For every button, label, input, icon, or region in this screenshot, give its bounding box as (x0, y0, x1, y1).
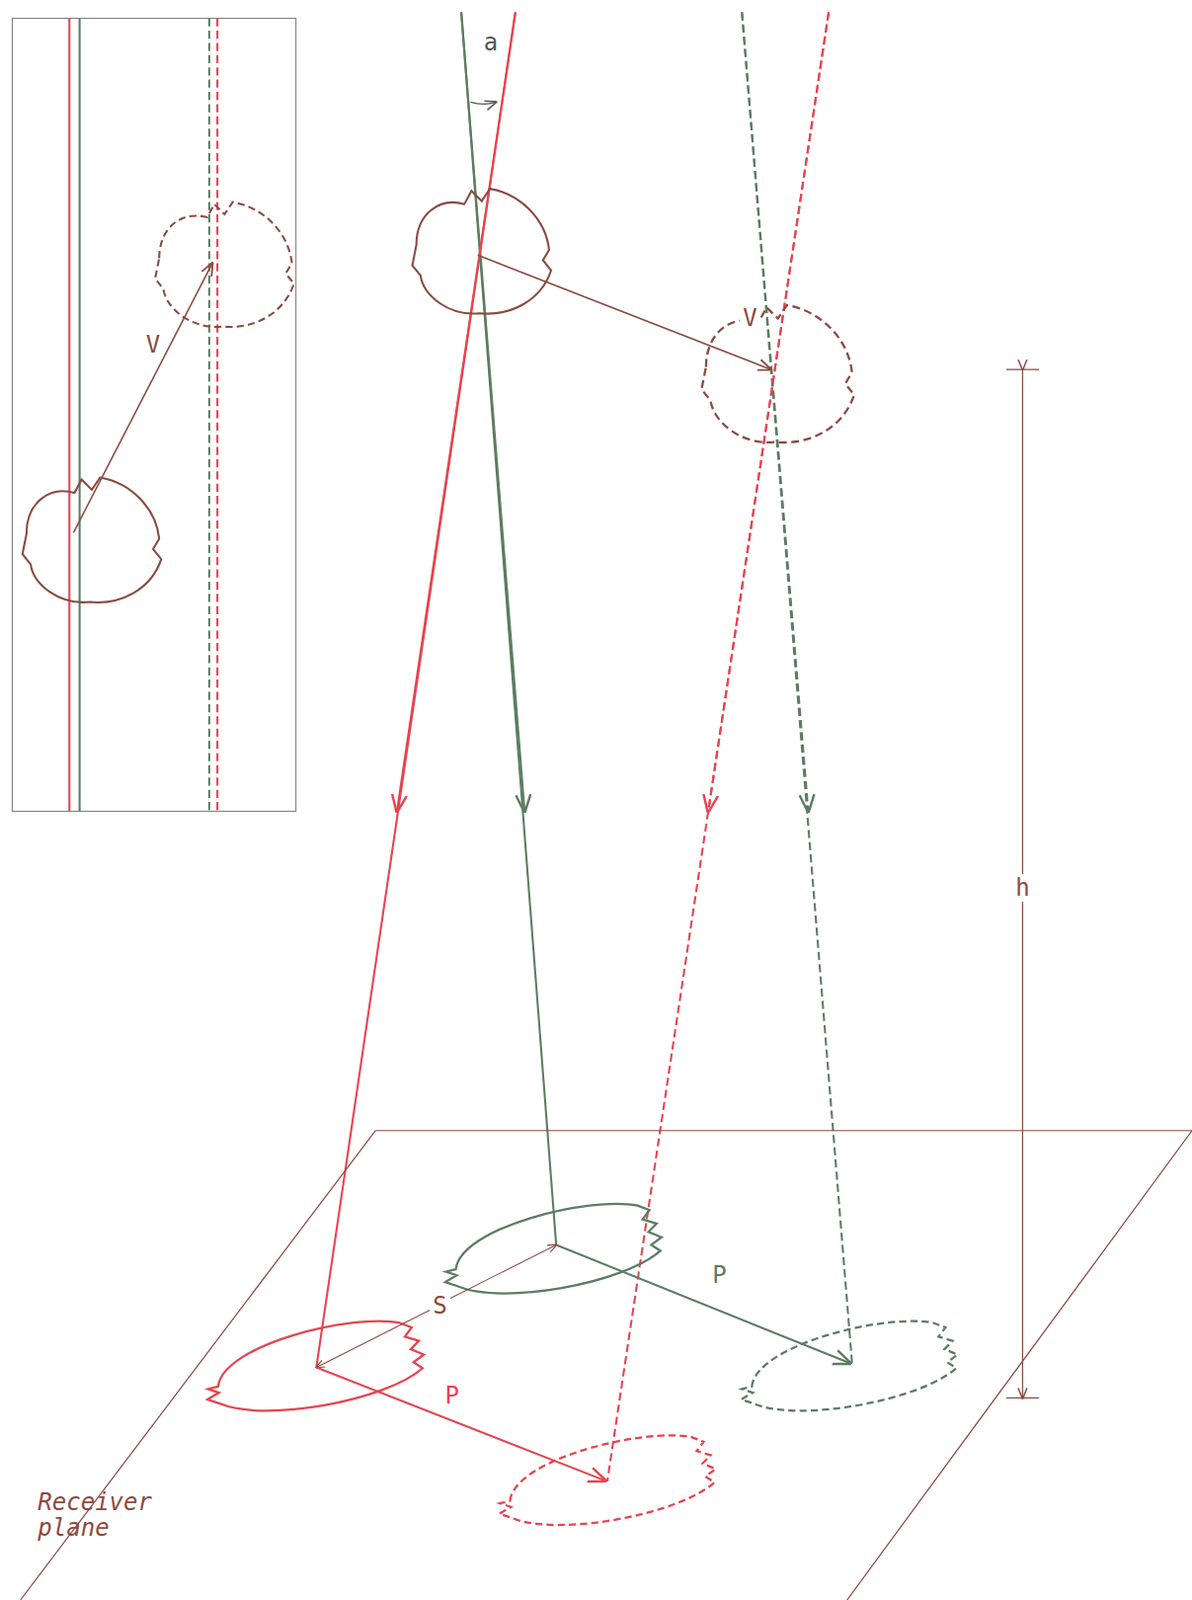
shadow (491, 1428, 721, 1536)
ray (79, 18, 81, 812)
separation-vector (445, 1244, 557, 1301)
shadow (199, 1313, 429, 1422)
ray (607, 11, 829, 1482)
velocity-label: V (739, 304, 760, 332)
ray (208, 18, 211, 812)
receiver-plane (20, 1130, 1192, 1600)
ray (741, 11, 853, 1364)
ray (216, 18, 219, 812)
velocity-arrow (73, 263, 213, 534)
ray (461, 11, 525, 811)
pattern-shift-label: P (709, 1261, 729, 1289)
pattern-shift (556, 1244, 851, 1363)
plane-label: Receiver plane (34, 1488, 169, 1543)
separation-vector (316, 1308, 434, 1368)
dimension-tick (1006, 368, 1039, 370)
ray (68, 18, 71, 812)
pattern-shift (316, 1366, 605, 1481)
ray (461, 11, 557, 1245)
pattern-shift-label: P (442, 1381, 463, 1410)
inset-frame (11, 18, 296, 812)
velocity-label: V (143, 330, 163, 359)
cloud (411, 188, 552, 314)
ray (741, 11, 808, 811)
ray (316, 11, 516, 1367)
angle-label: a (480, 28, 501, 57)
cloud (701, 305, 855, 443)
ray (708, 11, 829, 811)
separation-label: S (429, 1291, 450, 1320)
velocity-arrow (477, 254, 772, 370)
height-label: h (1012, 874, 1033, 902)
ray (397, 11, 516, 811)
shadow (437, 1195, 667, 1304)
angle-arc (470, 101, 496, 104)
cloud (155, 202, 295, 327)
dimension-tick (1006, 1397, 1039, 1399)
